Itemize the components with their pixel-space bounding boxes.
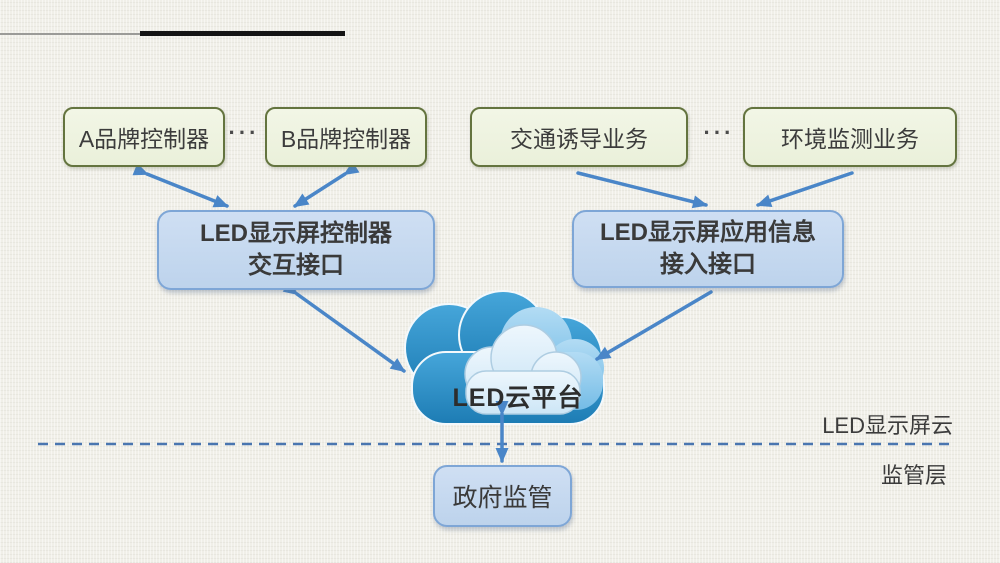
edge-application-cloud: [595, 290, 713, 361]
cloud-platform-label: LED云平台: [452, 384, 584, 412]
controller-interface-line2: 交互接口: [248, 252, 344, 279]
node-environment-label: 环境监测业务: [781, 126, 919, 152]
edge-brandA-controller: [132, 163, 229, 208]
edge-brandB-controller: [293, 161, 360, 208]
node-brand-a: A品牌控制器: [63, 107, 225, 167]
node-government: 政府监管: [433, 465, 572, 527]
node-traffic-label: 交通诱导业务: [510, 126, 648, 152]
node-application-interface: LED显示屏应用信息 接入接口: [572, 210, 844, 288]
layer-label-upper: LED显示屏云: [822, 413, 953, 438]
node-government-label: 政府监管: [452, 484, 553, 512]
node-traffic: 交通诱导业务: [470, 107, 688, 167]
edge-environment-application: [756, 171, 854, 207]
ellipsis-left: ···: [228, 120, 260, 145]
controller-interface-line1: LED显示屏控制器: [200, 220, 392, 248]
node-brand-b: B品牌控制器: [265, 107, 427, 167]
top-rule-thick: [140, 31, 345, 36]
application-interface-line1: LED显示屏应用信息: [600, 219, 816, 247]
node-controller-interface: LED显示屏控制器 交互接口: [157, 210, 435, 290]
node-environment: 环境监测业务: [743, 107, 957, 167]
edge-traffic-application: [576, 171, 708, 209]
application-interface-line2: 接入接口: [660, 251, 756, 278]
node-brand-b-label: B品牌控制器: [280, 126, 412, 152]
ellipsis-right: ···: [703, 120, 735, 145]
node-brand-a-label: A品牌控制器: [78, 126, 210, 152]
top-rule-thin: [0, 33, 140, 35]
edge-controller-cloud: [282, 281, 406, 373]
layer-label-lower: 监管层: [880, 463, 947, 488]
